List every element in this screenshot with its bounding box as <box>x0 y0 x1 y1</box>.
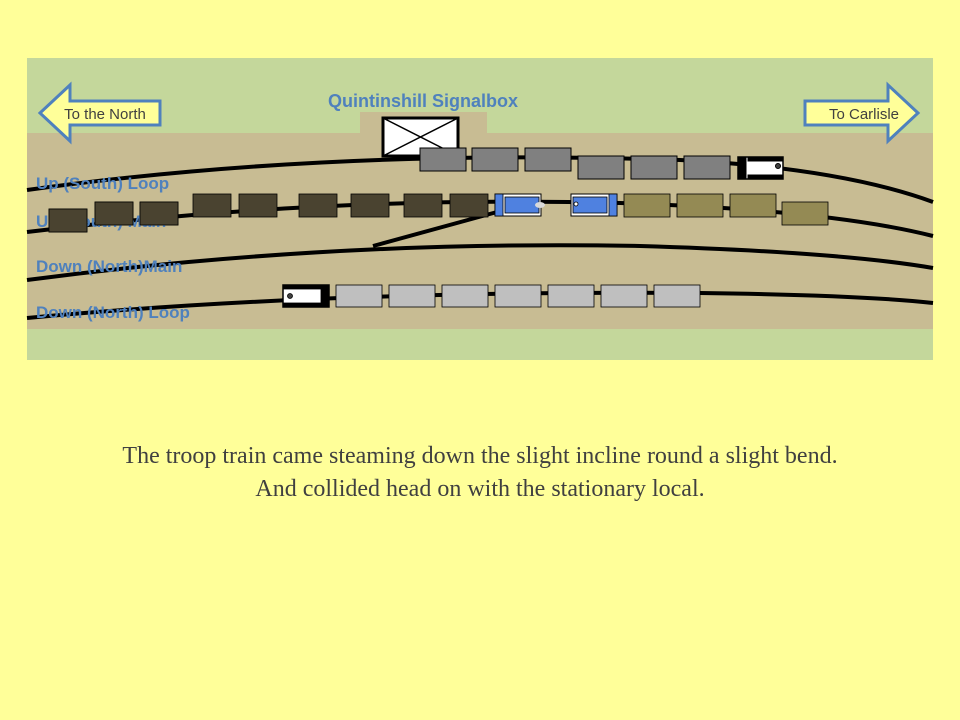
coal-wagon <box>577 155 625 180</box>
troop-train-overlap <box>48 201 179 233</box>
coal-wagon <box>630 155 678 180</box>
empty-wagon <box>494 284 542 308</box>
local-coach <box>729 193 777 218</box>
troop-coach <box>94 201 134 226</box>
troop-coach <box>238 193 278 218</box>
troop-coach <box>139 201 179 226</box>
goods-locomotive <box>737 156 784 180</box>
empty-wagon <box>441 284 489 308</box>
troop-coach <box>403 193 443 218</box>
local-coach <box>623 193 671 218</box>
arrow-to-carlisle-label: To Carlisle <box>829 106 899 123</box>
empty-wagon <box>547 284 595 308</box>
empty-wagon <box>653 284 701 308</box>
caption: The troop train came steaming down the s… <box>0 440 960 506</box>
signalbox-label: Quintinshill Signalbox <box>328 91 518 111</box>
arrow-to-carlisle: To Carlisle <box>803 81 921 145</box>
track-label-up-loop: Up (South) Loop <box>36 174 169 193</box>
track-down-main <box>26 243 934 282</box>
empty-wagon <box>388 284 436 308</box>
troop-coach <box>192 193 232 218</box>
caption-line-2: And collided head on with the stationary… <box>255 476 705 502</box>
coal-train <box>419 147 784 180</box>
caption-line-1: The troop train came steaming down the s… <box>122 443 838 469</box>
troop-locomotive <box>494 193 545 217</box>
troop-coach <box>48 208 88 233</box>
track-up-main <box>26 199 934 238</box>
empty-wagon <box>335 284 383 308</box>
track-label-down-main: Down (North)Main <box>36 257 182 276</box>
local-train <box>570 193 829 226</box>
local-coach <box>781 201 829 226</box>
track-label-down-loop: Down (North) Loop <box>36 303 190 322</box>
local-locomotive <box>570 193 618 217</box>
crossover <box>372 210 498 248</box>
coal-wagon <box>419 147 467 172</box>
coal-wagon <box>471 147 519 172</box>
empty-stock-locomotive <box>282 284 330 308</box>
troop-coach <box>449 193 489 218</box>
empty-wagon <box>600 284 648 308</box>
troop-coach <box>298 193 338 218</box>
local-coach <box>676 193 724 218</box>
coal-wagon <box>524 147 572 172</box>
empty-stock-train <box>282 284 701 308</box>
arrow-to-north: To the North <box>37 81 162 145</box>
coal-wagon <box>683 155 731 180</box>
troop-coach <box>350 193 390 218</box>
arrow-to-north-label: To the North <box>64 106 146 123</box>
